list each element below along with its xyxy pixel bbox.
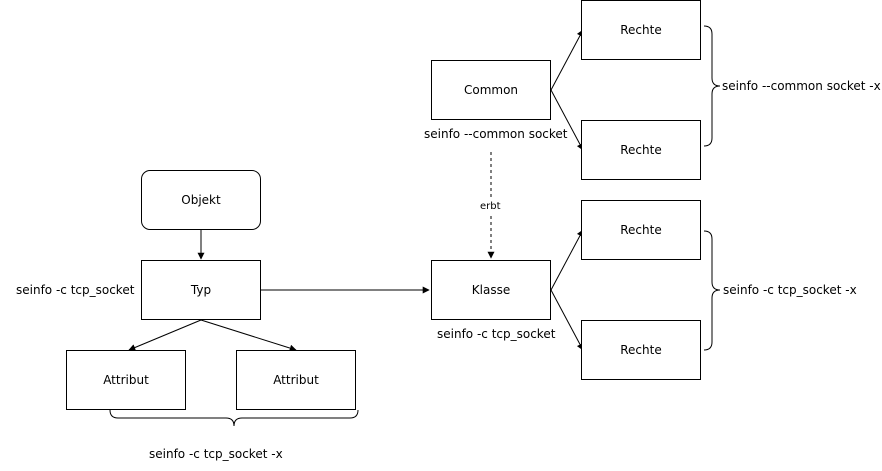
edge-typ-attribut-left	[128, 319, 202, 351]
node-attribut-left-label: Attribut	[103, 373, 149, 387]
node-rechte-3: Rechte	[581, 200, 701, 260]
label-common-command: seinfo --common socket	[424, 127, 568, 141]
edge-common-rechte-1	[550, 29, 584, 91]
edge-typ-attribut-right	[200, 319, 297, 352]
node-attribut-left: Attribut	[66, 350, 186, 410]
node-common-label: Common	[463, 83, 519, 97]
node-rechte-4-label: Rechte	[620, 343, 662, 357]
edge-common-rechte-2	[550, 89, 584, 151]
node-rechte-1-label: Rechte	[620, 23, 662, 37]
node-rechte-1: Rechte	[581, 0, 701, 60]
label-common-rights-command: seinfo --common socket -x	[722, 79, 881, 93]
node-attribut-right: Attribut	[236, 350, 356, 410]
node-objekt: Objekt	[141, 170, 261, 230]
label-attribute-command: seinfo -c tcp_socket -x	[149, 447, 283, 461]
node-klasse: Klasse	[431, 260, 551, 320]
node-rechte-2-label: Rechte	[620, 143, 662, 157]
node-objekt-label: Objekt	[181, 193, 221, 207]
edge-klasse-rechte-4	[550, 289, 584, 351]
brace-attributes	[109, 409, 359, 427]
node-rechte-4: Rechte	[581, 320, 701, 380]
node-rechte-3-label: Rechte	[620, 223, 662, 237]
node-typ: Typ	[141, 260, 261, 320]
label-typ-command: seinfo -c tcp_socket	[16, 283, 135, 297]
node-rechte-2: Rechte	[581, 120, 701, 180]
node-klasse-label: Klasse	[471, 283, 511, 297]
label-klasse-command: seinfo -c tcp_socket	[437, 327, 556, 341]
brace-common-rights	[703, 25, 721, 147]
edge-klasse-rechte-3	[550, 229, 584, 291]
brace-klasse-rights	[703, 230, 721, 351]
node-typ-label: Typ	[190, 283, 212, 297]
node-attribut-right-label: Attribut	[273, 373, 319, 387]
node-common: Common	[431, 60, 551, 120]
label-inherits: erbt	[480, 199, 501, 215]
label-klasse-rights-command: seinfo -c tcp_socket -x	[723, 283, 857, 297]
